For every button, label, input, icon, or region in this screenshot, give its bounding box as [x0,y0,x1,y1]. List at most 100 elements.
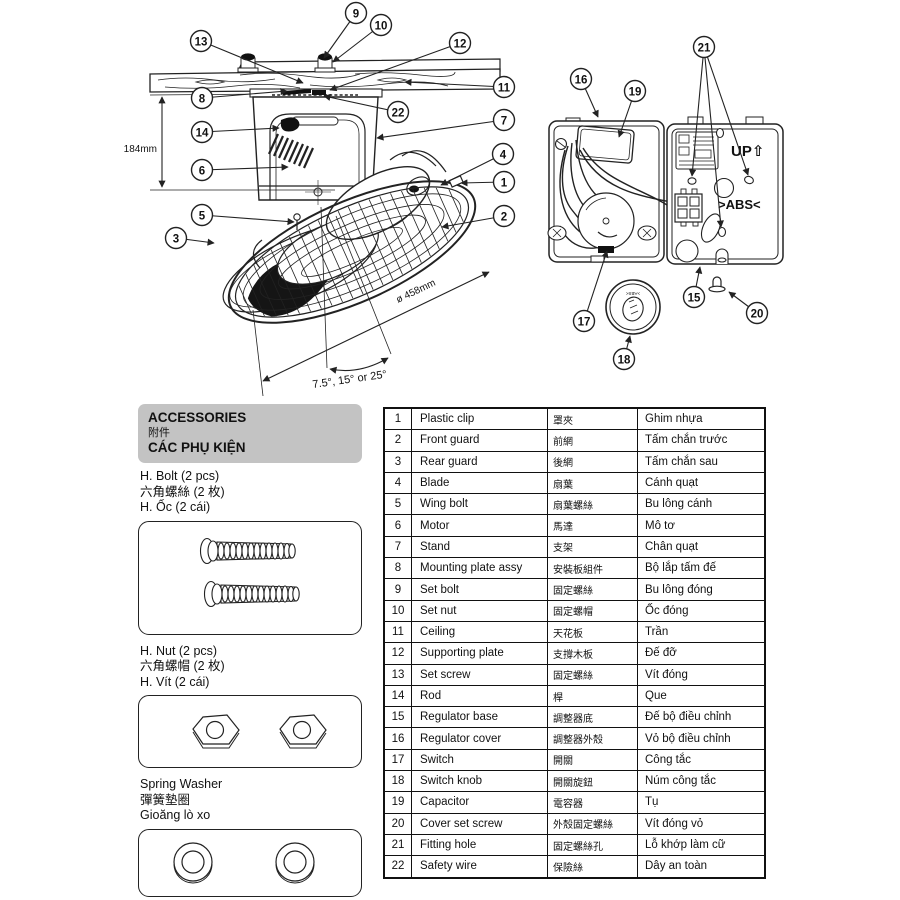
bolt-icon [199,537,300,607]
part-number: 15 [383,706,412,729]
part-name-vi: Vỏ bộ điều chỉnh [637,727,766,750]
spring-washer-label-en: Spring Washer [140,777,223,791]
part-number: 4 [383,471,412,495]
callout-4: 4 [440,142,515,186]
spring-washer-label-vi: Gioăng lò xo [140,808,211,822]
part-name-en: Set nut [411,599,548,622]
part-number: 2 [383,429,412,452]
part-name-en: Plastic clip [411,407,548,431]
part-name-en: Switch knob [411,770,548,793]
part-name-vi: Dây an toàn [637,855,766,879]
callout-1: 1 [460,170,516,194]
washer-icon [173,841,315,883]
svg-text:12: 12 [454,39,467,51]
part-name-en: Blade [411,471,548,495]
h-bolt-label-zh: 六角螺絲 (2 枚) [140,484,225,499]
h-nut-label-zh: 六角螺帽 (2 枚) [140,659,225,673]
part-name-en: Capacitor [411,791,548,814]
part-row: 15 Regulator base 調整器底 Đế bộ điều chỉnh [383,706,766,729]
part-name-en: Safety wire [411,855,548,879]
part-number: 18 [383,770,412,793]
svg-text:6: 6 [199,166,205,178]
part-number: 20 [383,812,412,835]
h-bolt-box [138,520,362,635]
part-name-en: Switch [411,748,548,772]
knob-abs-label: >ABS< [626,291,641,296]
part-name-zh: 開關旋鈕 [547,770,638,793]
callout-12: 12 [329,31,472,92]
part-name-vi: Ốc đóng [637,599,766,622]
part-row: 13 Set screw 固定螺絲 Vít đóng [383,663,766,686]
svg-text:18: 18 [618,355,631,367]
part-name-zh: 支架 [547,535,638,559]
part-name-en: Regulator cover [411,727,548,750]
switch [577,192,635,253]
part-name-zh: 保險絲 [547,855,638,879]
svg-text:2: 2 [501,212,507,224]
part-row: 2 Front guard 前網 Tấm chắn trước [383,429,766,452]
cover-set-screw [708,276,726,293]
part-number: 19 [383,791,412,814]
parts-table: 1 Plastic clip 罩夾 Ghim nhựa 2 Front guar… [383,407,766,879]
svg-text:1: 1 [501,178,508,190]
part-number: 8 [383,557,412,580]
part-name-en: Front guard [411,429,548,452]
part-name-vi: Đế bộ điều chỉnh [637,706,766,729]
part-row: 21 Fitting hole 固定螺絲孔 Lỗ khớp làm cữ [383,833,766,857]
part-name-vi: Bu lông cánh [637,493,766,516]
callout-15: 15 [682,266,706,309]
part-name-vi: Que [637,684,766,708]
svg-text:9: 9 [353,9,359,21]
part-row: 17 Switch 開關 Công tắc [383,748,766,772]
svg-text:10: 10 [375,21,388,33]
part-name-zh: 罩夾 [547,407,638,431]
part-name-en: Ceiling [411,620,548,644]
callout-18: 18 [612,335,636,371]
part-number: 9 [383,578,412,601]
part-name-zh: 安裝板組件 [547,557,638,580]
terminal-connector [674,188,703,227]
part-name-en: Rod [411,684,548,708]
callout-22: 22 [323,93,410,124]
part-name-zh: 調整器外殼 [547,727,638,750]
h-nut-illustration [192,714,327,749]
part-name-zh: 開關 [547,748,638,772]
part-name-vi: Bu lông đóng [637,578,766,601]
parts-table-body: 1 Plastic clip 罩夾 Ghim nhựa 2 Front guar… [383,407,766,879]
part-row: 1 Plastic clip 罩夾 Ghim nhựa [383,407,766,431]
part-name-zh: 外殼固定螺絲 [547,812,638,835]
part-row: 7 Stand 支架 Chân quạt [383,535,766,559]
part-name-vi: Ghim nhựa [637,407,766,431]
part-name-zh: 電容器 [547,791,638,814]
part-number: 6 [383,514,412,537]
part-name-vi: Đế đỡ [637,642,766,665]
callout-7: 7 [376,108,516,141]
guard-wire-handles [389,150,447,173]
part-number: 3 [383,450,412,473]
part-number: 13 [383,663,412,686]
h-nut-box [138,695,362,768]
part-row: 4 Blade 扇葉 Cánh quạt [383,471,766,495]
part-number: 11 [383,620,412,644]
part-name-vi: Núm công tắc [637,770,766,793]
part-name-zh: 前網 [547,429,638,452]
h-bolt-illustration [199,537,300,607]
rod [280,117,300,132]
part-row: 14 Rod 桿 Que [383,684,766,708]
ceiling-fan-diagram: 184mm ø 458mm 7.5°, 15° or 25° 9 10 [124,1,516,397]
part-row: 22 Safety wire 保險絲 Dây an toàn [383,855,766,879]
rating-sticker [675,131,719,170]
svg-text:11: 11 [498,83,511,95]
svg-text:16: 16 [575,75,588,87]
part-name-zh: 後網 [547,450,638,473]
svg-text:22: 22 [392,108,405,120]
part-row: 16 Regulator cover 調整器外殼 Vỏ bộ điều chỉn… [383,727,766,750]
part-row: 5 Wing bolt 扇葉螺絲 Bu lông cánh [383,493,766,516]
part-name-vi: Tụ [637,791,766,814]
part-name-vi: Công tắc [637,748,766,772]
svg-text:17: 17 [578,317,591,329]
part-name-vi: Mô tơ [637,514,766,537]
accessories-title-en: ACCESSORIES [148,410,247,425]
svg-text:4: 4 [500,150,507,162]
